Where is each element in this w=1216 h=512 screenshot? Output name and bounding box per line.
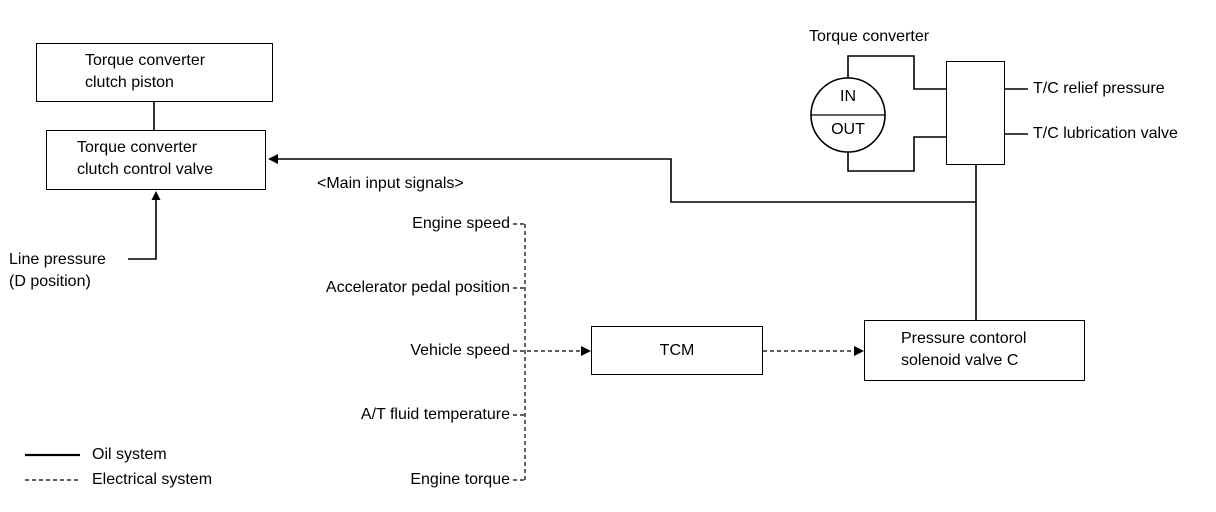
control-valve-label: Torque converter clutch control valve xyxy=(77,139,214,178)
solenoid-label: Pressure contorol solenoid valve C xyxy=(901,330,1027,369)
oil-line-line-pressure xyxy=(128,198,157,260)
torque-converter-out-label: OUT xyxy=(831,121,865,138)
signal-engine-torque: Engine torque xyxy=(410,471,510,488)
piston-label: Torque converter clutch piston xyxy=(85,52,206,91)
tcm-label: TCM xyxy=(659,342,695,359)
main-input-signals-heading: <Main input signals> xyxy=(317,175,464,192)
legend-oil-system: Oil system xyxy=(92,446,167,463)
tc-relief-pressure-label: T/C relief pressure xyxy=(1033,80,1165,97)
tc-valve-block xyxy=(946,61,1005,165)
signal-engine-speed: Engine speed xyxy=(412,215,510,232)
legend-electrical-system: Electrical system xyxy=(92,471,213,488)
tc-lubrication-valve-label: T/C lubrication valve xyxy=(1033,125,1178,142)
electrical-lines xyxy=(25,223,854,481)
torque-converter-in-label: IN xyxy=(840,88,856,105)
torque-converter-label: Torque converter xyxy=(809,28,930,45)
line-pressure-label: Line pressure (D position) xyxy=(9,251,106,290)
arrowhead-tcm xyxy=(581,346,591,356)
signal-fluid-temperature: A/T fluid temperature xyxy=(360,406,510,423)
piston-box: Torque converter clutch piston xyxy=(36,43,273,102)
signal-accelerator-pedal-position: Accelerator pedal position xyxy=(325,279,510,296)
oil-line-main xyxy=(278,158,976,203)
oil-line-tc-out xyxy=(847,136,946,172)
arrowhead-solenoid xyxy=(854,346,864,356)
arrowhead-control-valve xyxy=(268,154,278,164)
control-valve-box: Torque converter clutch control valve xyxy=(46,130,266,190)
oil-line-tc-in xyxy=(847,55,946,90)
arrowhead-line-pressure xyxy=(151,191,161,200)
solenoid-box: Pressure contorol solenoid valve C xyxy=(864,320,1085,381)
signal-vehicle-speed: Vehicle speed xyxy=(410,342,510,359)
tcm-box: TCM xyxy=(591,326,763,375)
